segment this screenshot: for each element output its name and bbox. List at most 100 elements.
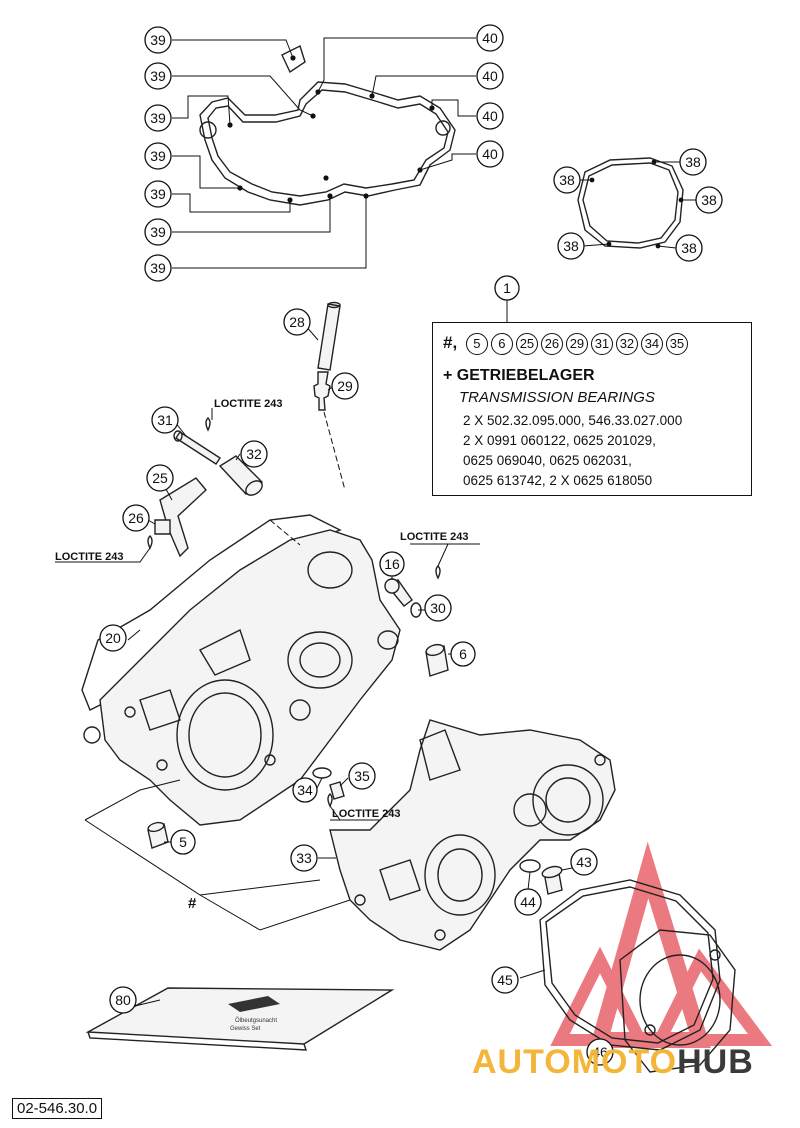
loctite-label: LOCTITE 243: [55, 551, 123, 563]
svg-text:25: 25: [152, 470, 168, 486]
callout: 40: [476, 24, 504, 52]
callout: 16: [379, 551, 405, 577]
callout: 5: [170, 829, 196, 855]
leader-80: [134, 999, 161, 1007]
part-number-line: 0625 069040, 0625 062031,: [463, 453, 632, 468]
svg-text:38: 38: [559, 172, 575, 188]
callout: 29: [331, 372, 359, 400]
drain-plug: [384, 578, 413, 607]
ref-circle: 29: [565, 333, 588, 355]
callout: 80: [109, 986, 137, 1014]
part-number-line: 2 X 502.32.095.000, 546.33.027.000: [463, 413, 683, 428]
svg-text:39: 39: [150, 68, 166, 84]
svg-text:40: 40: [482, 68, 498, 84]
callout: 39: [144, 180, 172, 208]
svg-text:5: 5: [179, 834, 187, 850]
watermark-text: AUTOMOTOHUB: [472, 1043, 754, 1082]
svg-text:28: 28: [289, 314, 305, 330]
ignition-cover: [619, 929, 736, 1073]
stud-bolt: [173, 430, 221, 465]
ref-circle: 35: [665, 333, 688, 355]
svg-text:Gewiss Set: Gewiss Set: [230, 1026, 261, 1032]
oil-screw: [541, 865, 563, 895]
crankcase-left-half: [99, 529, 401, 826]
callouts: 39 39 39 39 39 39 39 40 40 40 40 38 38 3…: [99, 24, 723, 1066]
needle-bearing-6: [425, 643, 449, 677]
callout: 35: [348, 762, 376, 790]
getriebelager-heading: + GETRIEBELAGER: [443, 367, 595, 384]
svg-text:31: 31: [157, 412, 173, 428]
oring-34: [312, 767, 332, 779]
breather-fitting: [313, 371, 346, 491]
needle-bearing-5: [147, 821, 169, 849]
callout: 25: [146, 464, 174, 492]
svg-text:6: 6: [459, 646, 467, 662]
callout: 39: [144, 254, 172, 282]
svg-text:33: 33: [296, 850, 312, 866]
svg-text:40: 40: [482, 108, 498, 124]
callout: 6: [450, 641, 476, 667]
svg-text:38: 38: [701, 192, 717, 208]
svg-text:32: 32: [246, 446, 262, 462]
svg-text:35: 35: [354, 768, 370, 784]
part-number-line: 2 X 0991 060122, 0625 201029,: [463, 433, 656, 448]
svg-text:46: 46: [592, 1044, 608, 1060]
callout: 26: [122, 504, 150, 532]
svg-text:26: 26: [128, 510, 144, 526]
callout: 28: [283, 308, 311, 336]
loctite-label: LOCTITE 243: [332, 808, 400, 820]
crankcase-right-half: [329, 719, 616, 951]
hash-group-leaders: [84, 779, 381, 931]
leader-35: [339, 777, 349, 787]
svg-text:30: 30: [430, 600, 446, 616]
leader-43: [561, 867, 573, 871]
leaders-40: [317, 37, 476, 171]
callout: 40: [476, 140, 504, 168]
svg-text:39: 39: [150, 32, 166, 48]
ref-circle: 32: [615, 333, 638, 355]
leader-45: [519, 969, 546, 979]
ignition-cover-gasket: [577, 157, 684, 249]
dowel-sleeve: [218, 455, 264, 496]
callout: 39: [144, 142, 172, 170]
svg-text:38: 38: [681, 240, 697, 256]
callout: 38: [679, 148, 707, 176]
watermark-part: HUB: [677, 1043, 754, 1081]
callout: 39: [144, 104, 172, 132]
svg-text:45: 45: [497, 972, 513, 988]
part-number-list: 2 X 502.32.095.000, 546.33.027.000 2 X 0…: [463, 411, 682, 491]
callout: 38: [553, 166, 581, 194]
callout: 38: [695, 186, 723, 214]
callout: 43: [570, 848, 598, 876]
svg-text:20: 20: [105, 630, 121, 646]
part-number-line: 0625 613742, 2 X 0625 618050: [463, 473, 653, 488]
manual-logo-icon: [228, 996, 280, 1012]
loctite-label: LOCTITE 243: [214, 398, 282, 410]
svg-text:80: 80: [115, 992, 131, 1008]
svg-text:16: 16: [384, 556, 400, 572]
callout: 38: [675, 234, 703, 262]
watermark-part: MOTO: [571, 1043, 678, 1081]
svg-text:44: 44: [520, 894, 536, 910]
svg-text:34: 34: [297, 782, 313, 798]
callout: 46: [586, 1038, 614, 1066]
callout: 30: [424, 594, 452, 622]
svg-text:38: 38: [563, 238, 579, 254]
callout: 45: [491, 966, 519, 994]
leader-20: [127, 629, 141, 641]
ref-circle: 6: [490, 333, 513, 355]
leader-hidden-a: [269, 519, 301, 546]
callout: 39: [144, 218, 172, 246]
leader-44: [527, 871, 531, 891]
svg-text:40: 40: [482, 30, 498, 46]
callout: 32: [240, 440, 268, 468]
svg-text:Ölbeutgsunacht: Ölbeutgsunacht: [235, 1017, 277, 1024]
operating-manual: Ölbeutgsunacht Gewiss Set: [85, 987, 395, 1051]
svg-text:39: 39: [150, 260, 166, 276]
callout: 40: [476, 62, 504, 90]
callout: 39: [144, 62, 172, 90]
callout: 31: [151, 406, 179, 434]
leaders-38: [580, 161, 696, 249]
crankcase-gasket: [199, 45, 456, 206]
